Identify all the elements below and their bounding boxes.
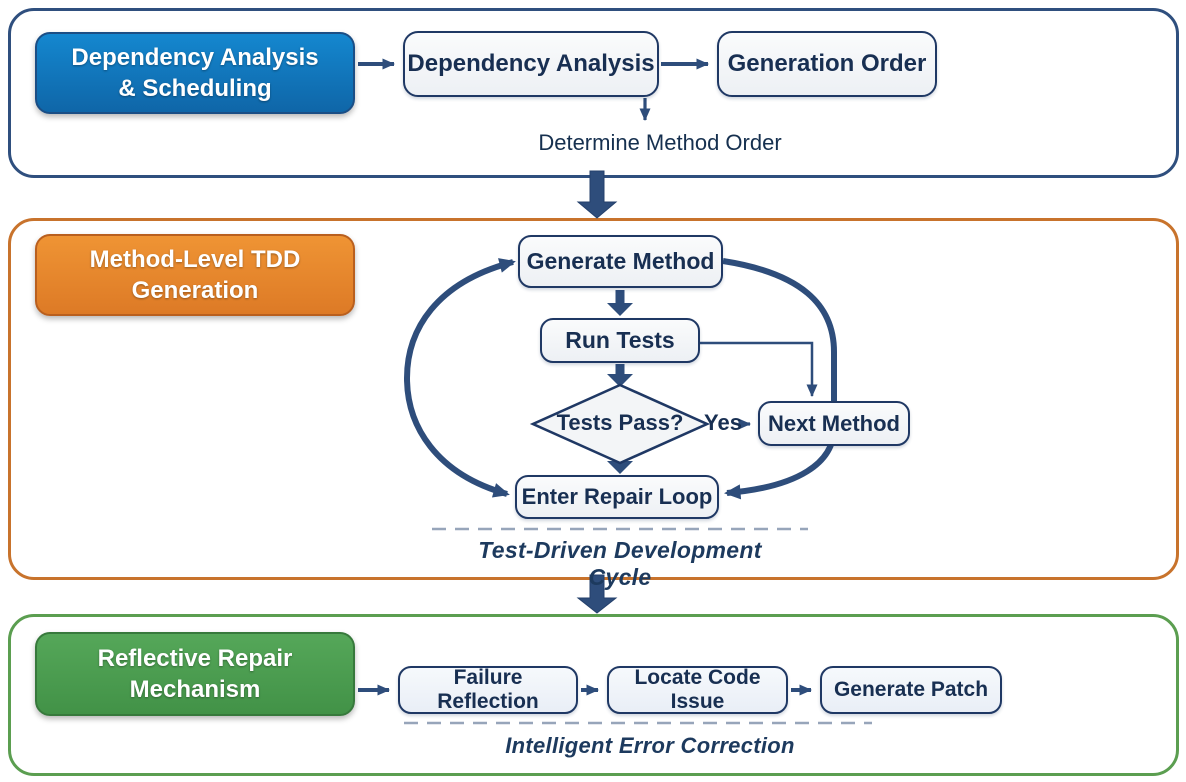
node-generate-method: Generate Method [518,235,723,288]
node-run-tests: Run Tests [540,318,700,363]
label-yes: Yes [704,410,742,435]
header-dependency-analysis-scheduling: Dependency Analysis & Scheduling [35,32,355,114]
block-arrow-section1-to-section2 [576,170,618,219]
node-next-method: Next Method [758,401,910,446]
caption-test-driven-development-cycle: Test-Driven Development Cycle [478,537,762,590]
header2-line2: Generation [131,277,259,304]
node-generation-order: Generation Order [717,31,937,97]
caption-intelligent-error-correction: Intelligent Error Correction [505,733,795,758]
node-dependency-analysis: Dependency Analysis [403,31,659,97]
section-frame-reflective-repair [8,614,1179,776]
header3-line2: Mechanism [129,676,261,703]
header2-line1: Method-Level TDD [89,245,301,273]
node-locate-code-issue: Locate Code Issue [607,666,788,714]
node-generate-patch: Generate Patch [820,666,1002,714]
header-method-level-tdd-generation: Method-Level TDD Generation [35,234,355,316]
header3-line1: Reflective Repair [97,644,293,672]
node-failure-reflection: Failure Reflection [398,666,578,714]
label-tests-pass: Tests Pass? [556,410,684,435]
label-determine-method-order: Determine Method Order [538,130,782,155]
header1-line2: & Scheduling [118,75,272,102]
node-enter-repair-loop: Enter Repair Loop [515,475,719,519]
header-reflective-repair-mechanism: Reflective Repair Mechanism [35,632,355,716]
header1-line1: Dependency Analysis [71,43,319,71]
